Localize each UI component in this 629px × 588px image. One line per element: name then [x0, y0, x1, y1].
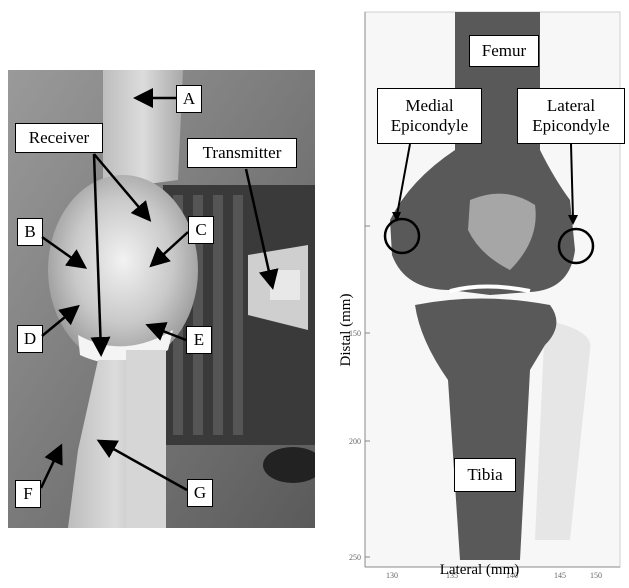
y-tick-label: 250: [349, 553, 361, 562]
label-femur: Femur: [469, 35, 539, 67]
photo-arrows: [8, 70, 315, 528]
x-axis-label: Lateral (mm): [330, 562, 629, 579]
arrow-receiver-upper: [94, 154, 148, 218]
arrow-d: [42, 308, 76, 336]
y-axis-label: Distal (mm): [338, 294, 354, 367]
arrow-transmitter: [246, 169, 272, 285]
arrow-receiver-lower: [94, 154, 101, 352]
arrow-c: [153, 232, 188, 264]
knee-photograph: A Receiver Transmitter B C D E F G: [8, 70, 315, 528]
label-tibia: Tibia: [454, 458, 516, 492]
y-tick-label: 200: [349, 437, 361, 446]
arrow-b: [42, 237, 83, 266]
label-lateral-epicondyle: Lateral Epicondyle: [517, 88, 625, 144]
label-medial-epicondyle: Medial Epicondyle: [377, 88, 482, 144]
arrow-g: [101, 442, 187, 490]
arrow-e: [150, 326, 186, 340]
knee-bone-model: 150 200 250 130 135 140 145 150 Distal (…: [330, 0, 629, 583]
arrow-f: [41, 448, 60, 488]
